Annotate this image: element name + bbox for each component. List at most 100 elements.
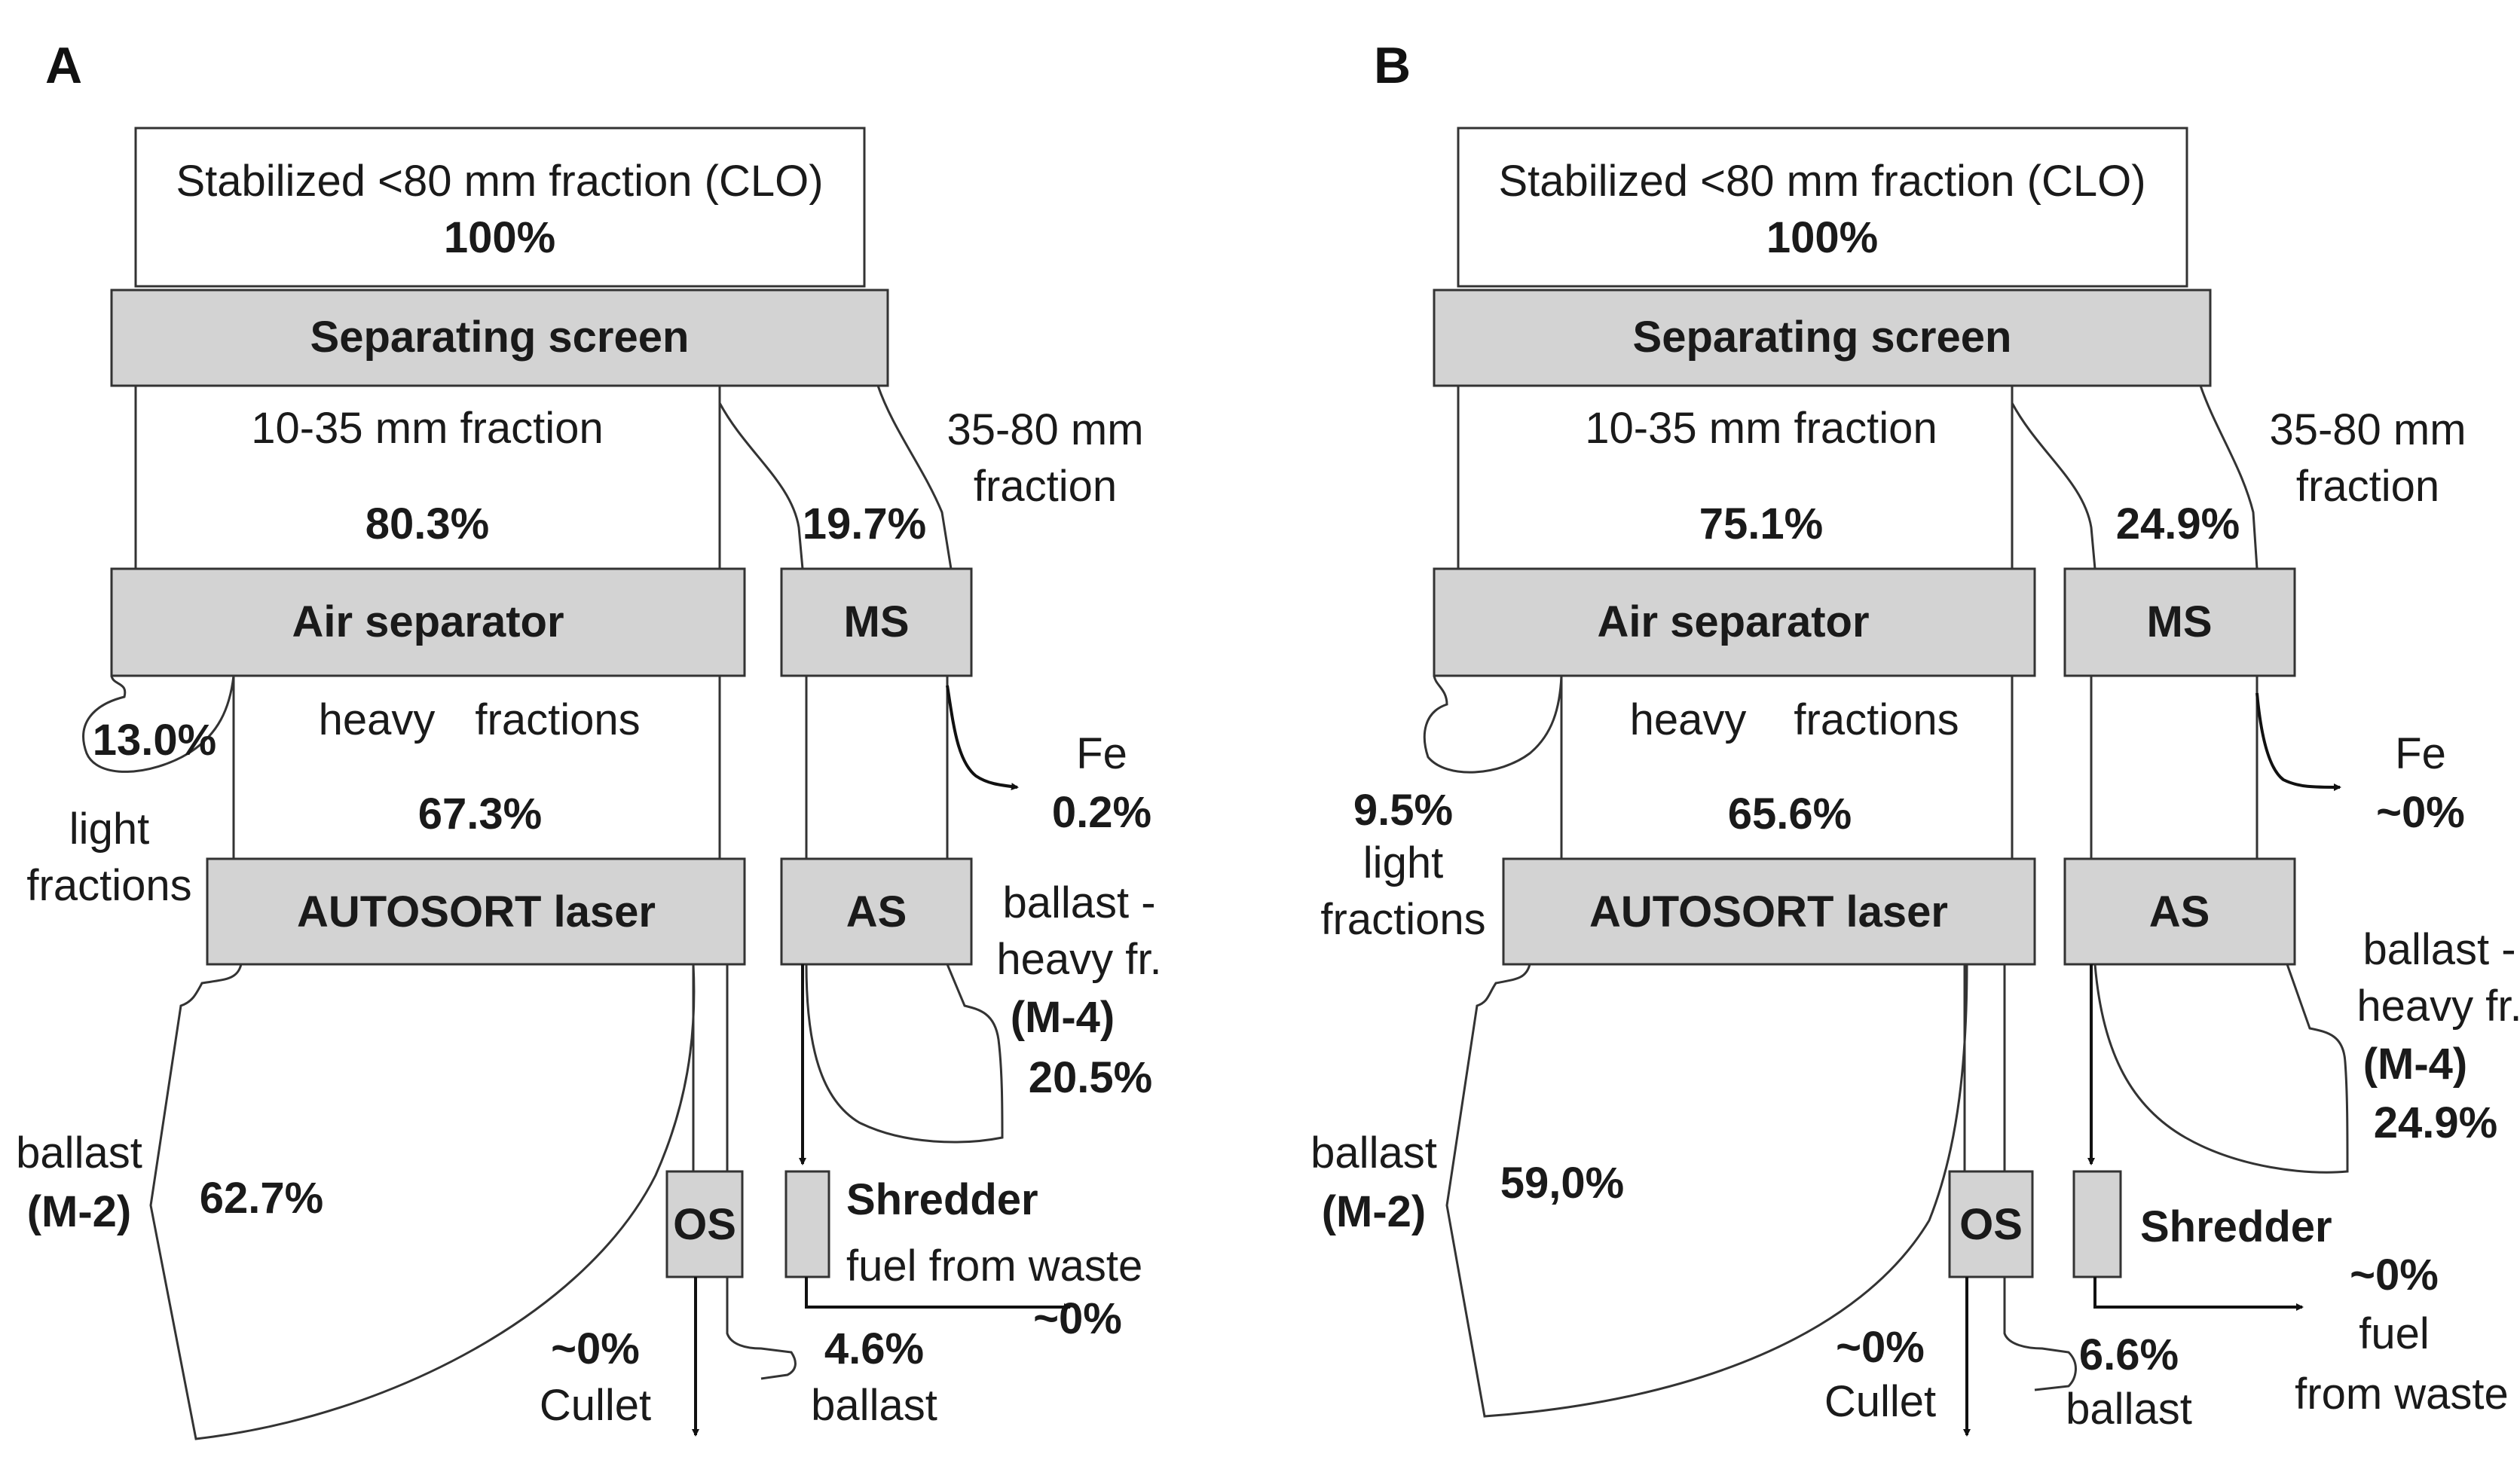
separating-screen-box: [1433, 289, 2212, 387]
ms-box: [780, 567, 973, 677]
fine-fraction-label: 10-35 mm fraction: [1585, 404, 1937, 453]
separating-screen-box: [110, 289, 889, 387]
cullet-pct: ~0%: [551, 1324, 640, 1373]
connector-line: [726, 1277, 797, 1380]
ballast-heavy-code: (M-4): [1011, 993, 1115, 1042]
coarse-fraction-pct: 24.9%: [2116, 499, 2240, 548]
air-separator-box: [110, 567, 746, 677]
panel-letter: B: [1374, 37, 1411, 94]
flow-arrow: [946, 685, 1019, 791]
light-label: fractions: [1320, 895, 1485, 944]
autosort-label: AUTOSORT laser: [297, 887, 656, 936]
as-label: AS: [846, 887, 907, 936]
fuel-label: fuel: [2359, 1309, 2430, 1358]
ballast-os-label: ballast: [2066, 1385, 2192, 1434]
ms-label: MS: [844, 597, 910, 646]
fuel-pct: ~0%: [2350, 1251, 2439, 1300]
connector-line: [2093, 964, 2349, 1174]
as-box: [780, 857, 973, 966]
flow-arrow: [805, 1277, 1072, 1311]
panel-a: A Stabilized <80 mm fraction (CLO) 100% …: [16, 37, 1162, 1440]
shredder-label: Shredder: [2140, 1202, 2332, 1251]
connector-line: [82, 675, 235, 773]
shredder-box: [2072, 1170, 2122, 1278]
coarse-fraction-pct: 19.7%: [803, 499, 926, 548]
input-pct: 100%: [1766, 213, 1878, 262]
connector-line: [2011, 402, 2096, 570]
input-box: [1457, 127, 2188, 288]
coarse-fraction-label: fraction: [974, 462, 1117, 511]
input-label: Stabilized <80 mm fraction (CLO): [1498, 157, 2145, 206]
heavy-label: heavy: [1630, 695, 1747, 744]
connector-line: [1445, 964, 1968, 1418]
connector-line: [876, 385, 953, 570]
ballast-os-pct: 4.6%: [824, 1324, 924, 1373]
light-label: light: [69, 805, 149, 854]
fe-pct: 0.2%: [1052, 788, 1151, 837]
ballast-os-pct: 6.6%: [2079, 1330, 2179, 1379]
input-pct: 100%: [444, 213, 555, 262]
shredder-box: [784, 1170, 830, 1278]
fe-label: Fe: [1076, 729, 1127, 778]
flow-arrow: [2255, 692, 2341, 791]
ballast-heavy-label: ballast -: [2362, 925, 2515, 974]
ballast-heavy-label: ballast -: [1002, 878, 1155, 927]
input-box: [134, 127, 866, 288]
input-label: Stabilized <80 mm fraction (CLO): [176, 157, 823, 206]
autosort-box: [1502, 857, 2036, 966]
heavy-label: fractions: [475, 695, 640, 744]
os-label: OS: [673, 1200, 736, 1249]
autosort-box: [206, 857, 746, 966]
ballast-m2-label: ballast: [1310, 1129, 1437, 1177]
fine-fraction-pct: 75.1%: [1699, 499, 1823, 548]
os-box: [665, 1170, 744, 1278]
air-separator-label: Air separator: [1597, 597, 1869, 646]
autosort-label: AUTOSORT laser: [1589, 887, 1948, 936]
connector-line: [2003, 1277, 2077, 1391]
air-separator-box: [1433, 567, 2036, 677]
connector-line: [149, 964, 696, 1440]
connector-line: [718, 402, 804, 570]
fe-label: Fe: [2395, 729, 2446, 778]
heavy-label: heavy: [319, 695, 436, 744]
shredder-label: Shredder: [846, 1175, 1038, 1224]
ballast-m2-pct: 62.7%: [200, 1174, 323, 1223]
flow-arrow: [2093, 1277, 2304, 1311]
os-label: OS: [1959, 1200, 2023, 1249]
light-label: light: [1363, 838, 1443, 887]
coarse-fraction-label: 35-80 mm: [947, 405, 1143, 454]
ms-label: MS: [2147, 597, 2213, 646]
separating-screen-label: Separating screen: [310, 313, 690, 362]
heavy-label: fractions: [1794, 695, 1959, 744]
fuel-label: from waste: [2295, 1370, 2509, 1419]
connector-line: [1423, 675, 1563, 774]
coarse-fraction-label: 35-80 mm: [2269, 405, 2466, 454]
panel-b: B Stabilized <80 mm fraction (CLO) 100% …: [1310, 37, 2520, 1437]
ballast-m2-label: ballast: [16, 1129, 142, 1177]
connector-line: [2199, 385, 2259, 570]
ballast-heavy-code: (M-4): [2363, 1040, 2468, 1089]
cullet-label: Cullet: [540, 1381, 651, 1430]
os-box: [1948, 1170, 2034, 1278]
light-pct: 9.5%: [1353, 786, 1453, 835]
fine-fraction-label: 10-35 mm fraction: [251, 404, 603, 453]
ballast-heavy-pct: 20.5%: [1029, 1053, 1152, 1102]
fe-pct: ~0%: [2376, 788, 2465, 837]
as-box: [2063, 857, 2296, 966]
heavy-pct: 65.6%: [1728, 790, 1852, 838]
as-label: AS: [2149, 887, 2210, 936]
ballast-m2-pct: 59,0%: [1500, 1159, 1624, 1208]
separating-screen-label: Separating screen: [1633, 313, 2012, 362]
ballast-heavy-label: heavy fr.: [2356, 982, 2520, 1031]
ballast-heavy-pct: 24.9%: [2374, 1098, 2497, 1147]
heavy-pct: 67.3%: [418, 790, 542, 838]
light-pct: 13.0%: [93, 716, 216, 765]
fuel-label: fuel from waste: [846, 1242, 1142, 1290]
fine-fraction-pct: 80.3%: [365, 499, 489, 548]
air-separator-label: Air separator: [292, 597, 564, 646]
coarse-fraction-label: fraction: [2296, 462, 2439, 511]
cullet-label: Cullet: [1824, 1377, 1936, 1426]
connector-line: [805, 964, 1004, 1144]
ballast-m2-code: (M-2): [1322, 1187, 1427, 1236]
